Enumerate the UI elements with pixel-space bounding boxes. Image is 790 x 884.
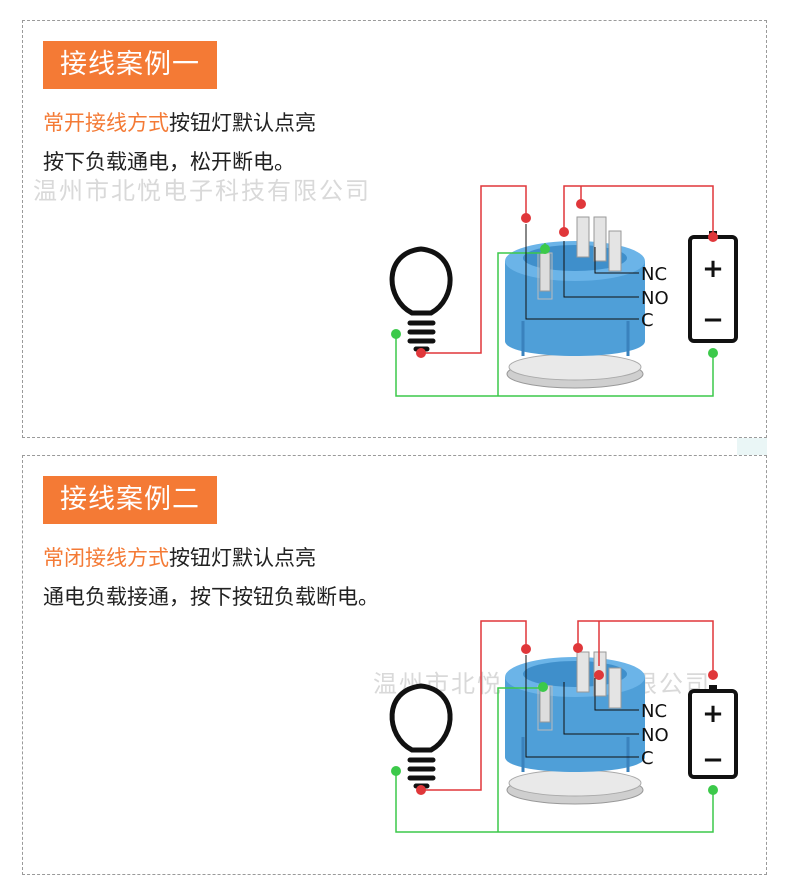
case-heading: 常闭接线方式按钮灯默认点亮 [43,542,316,572]
case-description: 按下负载通电，松开断电。 [43,150,295,174]
wiring-case-1: 接线案例一 常开接线方式按钮灯默认点亮 按下负载通电，松开断电。 温州市北悦电子… [22,20,767,438]
battery-icon: + − [688,685,738,779]
case-heading-highlight: 常闭接线方式 [43,546,169,570]
red-wires [421,620,714,791]
label-c: C [641,310,654,331]
label-no: NO [641,725,669,746]
battery-plus: + [702,254,724,284]
light-bulb-icon [389,683,453,789]
case-description: 通电负载接通，按下按钮负载断电。 [43,585,379,609]
label-nc: NC [641,701,667,722]
wiring-case-2: 接线案例二 常闭接线方式按钮灯默认点亮 通电负载接通，按下按钮负载断电。 温州市… [22,455,767,875]
case-title-badge: 接线案例一 [43,41,217,89]
case-heading-highlight: 常开接线方式 [43,111,169,135]
battery-minus: − [702,305,724,335]
case-heading-rest: 按钮灯默认点亮 [169,546,316,570]
battery-plus: + [702,699,724,729]
wiring-diagram: + − NC [389,185,738,397]
label-no: NO [641,288,669,309]
connection-dots [391,199,718,358]
push-button-switch [505,651,645,805]
battery-minus: − [702,745,724,775]
label-c: C [641,748,654,769]
case-title-badge: 接线案例二 [43,476,217,524]
case-heading-rest: 按钮灯默认点亮 [169,111,316,135]
wiring-diagram: + − NC NO C [389,620,738,833]
case-heading: 常开接线方式按钮灯默认点亮 [43,107,316,137]
battery-icon: + − [688,231,738,343]
push-button-switch [505,216,645,389]
terminal-leaders [525,655,639,758]
label-nc: NC [641,264,667,285]
terminal-leaders [525,224,639,320]
connection-dots [391,643,718,795]
light-bulb-icon [389,246,453,352]
